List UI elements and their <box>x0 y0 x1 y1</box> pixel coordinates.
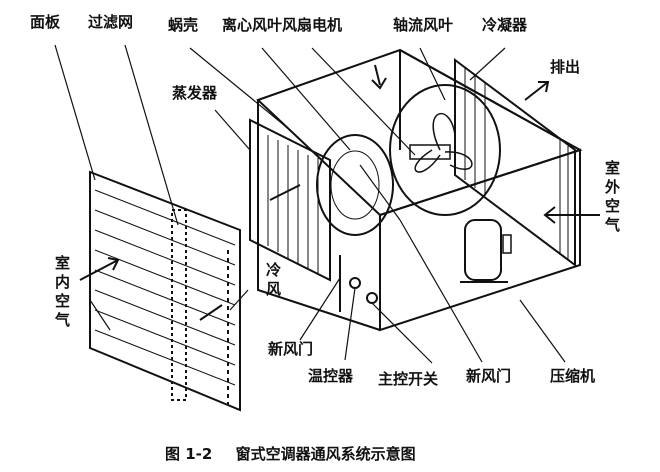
label-main-switch: 主控开关 <box>378 370 439 388</box>
main-switch-knob <box>366 292 378 304</box>
axial-fan <box>389 84 501 216</box>
label-indoor-air: 室内空气 <box>53 255 71 331</box>
label-outdoor-air: 室外空气 <box>603 160 621 236</box>
label-evaporator: 蒸发器 <box>172 84 218 102</box>
label-panel: 面板 <box>30 13 61 31</box>
label-volute: 蜗壳 <box>168 16 199 34</box>
label-exhaust: 排出 <box>550 58 581 76</box>
label-thermostat: 温控器 <box>308 367 354 385</box>
label-fresh-air-door-left: 新风门 <box>268 340 314 358</box>
label-condenser: 冷凝器 <box>482 16 528 34</box>
figure-number: 图 1-2 <box>165 445 213 463</box>
figure-title: 窗式空调器通风系统示意图 <box>235 445 416 463</box>
label-fresh-air-door-right: 新风门 <box>466 367 512 385</box>
condenser-coil <box>454 58 576 267</box>
label-compressor: 压缩机 <box>550 367 596 385</box>
thermostat-knob <box>349 277 361 289</box>
leader-lines <box>54 44 566 364</box>
airflow-arrows <box>79 64 600 321</box>
compressor-body <box>460 219 512 283</box>
figure-caption: 图 1-2 窗式空调器通风系统示意图 <box>165 443 416 464</box>
evaporator-coil <box>249 118 331 282</box>
label-centrifugal-fan-motor: 离心风叶风扇电机 <box>222 16 343 34</box>
label-axial-fan: 轴流风叶 <box>393 16 454 34</box>
label-filter: 过滤网 <box>88 13 134 31</box>
front-panel <box>89 170 241 412</box>
label-cold-air: 冷风 <box>264 262 282 300</box>
centrifugal-fan <box>316 134 394 236</box>
